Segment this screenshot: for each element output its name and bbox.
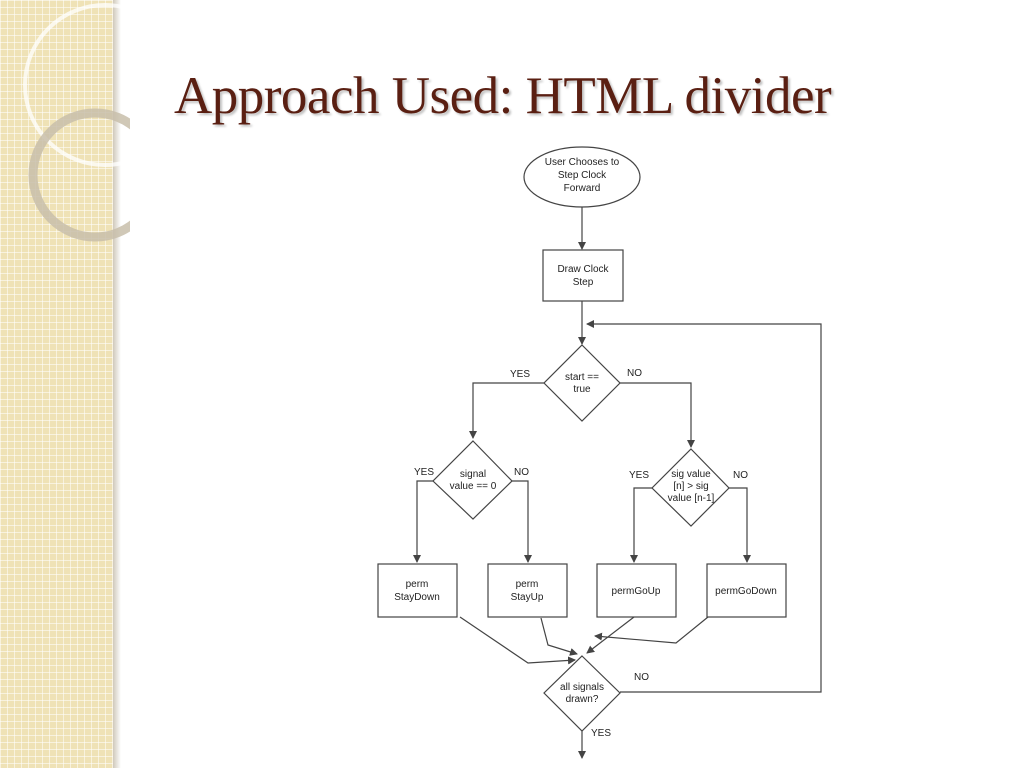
edge-startcheck-no	[620, 382, 695, 448]
edge-godown-to-drawn	[594, 616, 709, 644]
decorative-rings	[23, 3, 130, 242]
edge-stayup-to-drawn	[540, 617, 578, 656]
perm-goup-box	[596, 563, 677, 618]
perm-stayup-line-2: StayUp	[511, 592, 544, 603]
perm-goup-label: permGoUp	[612, 586, 661, 597]
label-start-yes: YES	[510, 369, 530, 380]
perm-godown-label: permGoDown	[715, 586, 777, 597]
perm-godown-box	[706, 563, 787, 618]
start-check-diamond	[543, 344, 621, 422]
perm-staydown-line-2: StayDown	[394, 592, 440, 603]
slide-title: Approach Used: HTML divider	[174, 67, 832, 125]
ring-large	[23, 3, 130, 167]
start-line-1: User Chooses to	[545, 157, 620, 168]
label-signal-yes: YES	[414, 467, 434, 478]
flow-edges	[413, 207, 822, 759]
edge-signal-yes	[413, 480, 433, 563]
perm-staydown-box	[377, 563, 458, 618]
draw-clock-line-2: Step	[573, 277, 594, 288]
node-draw-clock: Draw Clock Step	[542, 249, 624, 302]
draw-clock-box	[542, 249, 624, 302]
sig-compare-line-3: value [n-1]	[668, 493, 715, 504]
node-perm-godown: permGoDown	[706, 563, 787, 618]
node-perm-staydown: perm StayDown	[377, 563, 458, 618]
start-check-line-2: true	[573, 384, 591, 395]
all-drawn-line-2: drawn?	[566, 694, 599, 705]
node-signal-zero: signal value == 0	[432, 440, 513, 520]
start-line-2: Step Clock	[558, 170, 607, 181]
edge-staydown-to-drawn	[459, 616, 576, 665]
edge-startcheck-yes	[469, 382, 544, 439]
sig-compare-line-2: [n] > sig	[673, 481, 708, 492]
perm-staydown-line-1: perm	[406, 579, 429, 590]
node-start: User Chooses to Step Clock Forward	[523, 146, 641, 208]
label-sig-no: NO	[733, 470, 748, 481]
start-check-line-1: start ==	[565, 372, 599, 383]
node-start-check: start == true	[543, 344, 621, 422]
signal-zero-line-1: signal	[460, 469, 486, 480]
perm-stayup-box	[487, 563, 568, 618]
node-sig-compare: sig value [n] > sig value [n-1]	[651, 448, 730, 527]
sidebar-shadow	[113, 0, 121, 768]
label-sig-yes: YES	[629, 470, 649, 481]
edge-signal-no	[512, 480, 532, 563]
start-line-3: Forward	[564, 183, 601, 194]
ring-small	[28, 108, 130, 242]
edge-drawn-no-loop	[586, 320, 822, 693]
label-drawn-no: NO	[634, 672, 649, 683]
start-ellipse	[523, 146, 641, 208]
node-perm-stayup: perm StayUp	[487, 563, 568, 618]
sig-compare-line-1: sig value	[671, 469, 711, 480]
all-drawn-line-1: all signals	[560, 682, 604, 693]
node-perm-goup: permGoUp	[596, 563, 677, 618]
edge-sig-no	[729, 487, 751, 563]
branch-labels: YES NO YES NO YES NO NO YES	[414, 368, 748, 739]
edge-sig-yes	[630, 487, 652, 563]
edge-goup-to-drawn	[586, 616, 635, 654]
perm-stayup-line-1: perm	[516, 579, 539, 590]
draw-clock-line-1: Draw Clock	[557, 264, 609, 275]
label-start-no: NO	[627, 368, 642, 379]
node-all-drawn: all signals drawn?	[543, 655, 621, 732]
label-drawn-yes: YES	[591, 728, 611, 739]
sig-compare-diamond	[651, 448, 730, 527]
all-drawn-diamond	[543, 655, 621, 732]
label-signal-no: NO	[514, 467, 529, 478]
signal-zero-diamond	[432, 440, 513, 520]
signal-zero-line-2: value == 0	[450, 481, 497, 492]
